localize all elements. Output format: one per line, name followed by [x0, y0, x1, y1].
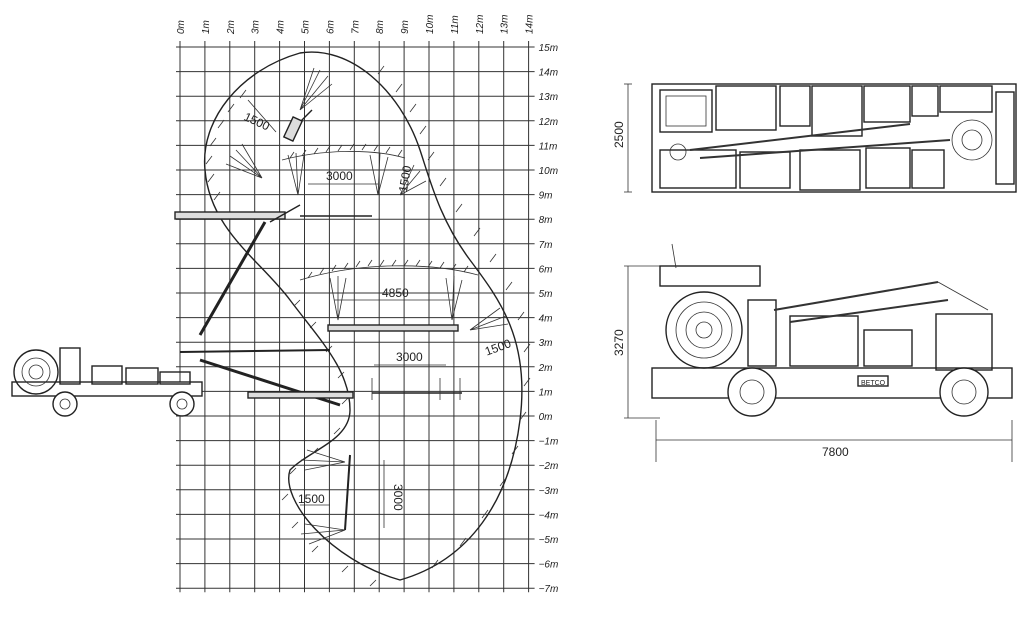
y-axis-tick-label: 5m	[539, 289, 553, 300]
x-axis-tick-label: 2m	[226, 20, 237, 35]
x-axis-tick-label: 8m	[375, 20, 386, 34]
x-axis-tick-label: 5m	[301, 20, 312, 34]
y-axis-tick-label: −4m	[539, 510, 559, 521]
y-axis-tick-label: −3m	[539, 486, 559, 497]
x-axis-tick-label: 6m	[325, 20, 336, 34]
dim-1500-right: 1500	[483, 336, 513, 358]
x-axis-tick-label: 13m	[500, 15, 511, 34]
y-axis-tick-label: 0m	[539, 412, 553, 423]
spray-fans	[225, 67, 509, 545]
dim-3000-middle: 3000	[396, 350, 423, 364]
dim-3000-lower: 3000	[391, 484, 405, 511]
y-axis-tick-label: 4m	[539, 314, 553, 325]
y-axis-tick-label: −1m	[539, 437, 559, 448]
machine-top-view: 2500	[612, 83, 1017, 193]
spray-envelope-outline	[203, 51, 523, 581]
brand-plate-text: BETCO	[861, 380, 886, 387]
machine-side-view: 3270 7800 BETCO	[612, 243, 1013, 462]
y-axis-tick-label: 7m	[539, 240, 553, 251]
top-view-width-dim: 2500	[612, 121, 626, 148]
y-axis-tick-label: −6m	[539, 560, 559, 571]
y-axis-tick-label: 10m	[539, 166, 558, 177]
y-axis-tick-label: −2m	[539, 461, 559, 472]
y-axis-tick-label: 15m	[539, 43, 558, 54]
y-axis-tick-label: 14m	[539, 68, 558, 79]
reach-grid	[176, 41, 535, 593]
y-axis-tick-label: 13m	[539, 92, 558, 103]
y-axis-tick-label: 1m	[539, 387, 553, 398]
machine-side-small	[11, 347, 203, 417]
y-axis-tick-label: 3m	[539, 338, 553, 349]
x-axis-tick-label: 12m	[475, 15, 486, 34]
dim-3000-upper: 3000	[326, 169, 353, 183]
dim-1500-lower: 1500	[298, 492, 325, 506]
dim-1500-upper-right: 1500	[396, 164, 414, 193]
y-axis-tick-label: −5m	[539, 535, 559, 546]
x-axis-tick-label: 9m	[400, 20, 411, 34]
y-axis-tick-label: 8m	[539, 215, 553, 226]
x-axis-labels: 0m 1m 2m 3m 4m 5m 6m 7m 8m 9m 10m 11m 12m 13m 14m	[176, 15, 536, 35]
x-axis-tick-label: 4m	[276, 20, 287, 34]
y-axis-labels: 15m 14m 13m 12m 11m 10m 9m 8m 7m 6m 5m 4m 3m 2m 1m 0m −1…	[538, 43, 559, 595]
y-axis-tick-label: 12m	[539, 117, 558, 128]
x-axis-tick-label: 7m	[350, 20, 361, 34]
y-axis-tick-label: 2m	[538, 363, 553, 374]
dim-1500-top: 1500	[242, 109, 272, 133]
dimension-lines	[247, 99, 454, 528]
brand-plate	[857, 375, 889, 387]
x-axis-tick-label: 14m	[525, 15, 536, 34]
y-axis-tick-label: 9m	[539, 191, 553, 202]
y-axis-tick-label: 11m	[539, 141, 558, 152]
dim-4850: 4850	[382, 286, 409, 300]
x-axis-tick-label: 3m	[251, 20, 262, 34]
y-axis-tick-label: 6m	[539, 264, 553, 275]
outline-hatching	[205, 65, 531, 587]
side-view-length-dim: 7800	[822, 445, 849, 459]
x-axis-tick-label: 10m	[425, 15, 436, 34]
x-axis-tick-label: 1m	[201, 20, 212, 34]
x-axis-tick-label: 11m	[450, 15, 461, 34]
x-axis-tick-label: 0m	[176, 20, 187, 34]
side-view-height-dim: 3270	[612, 329, 626, 356]
boom-positions	[174, 109, 462, 531]
y-axis-tick-label: −7m	[539, 584, 559, 595]
